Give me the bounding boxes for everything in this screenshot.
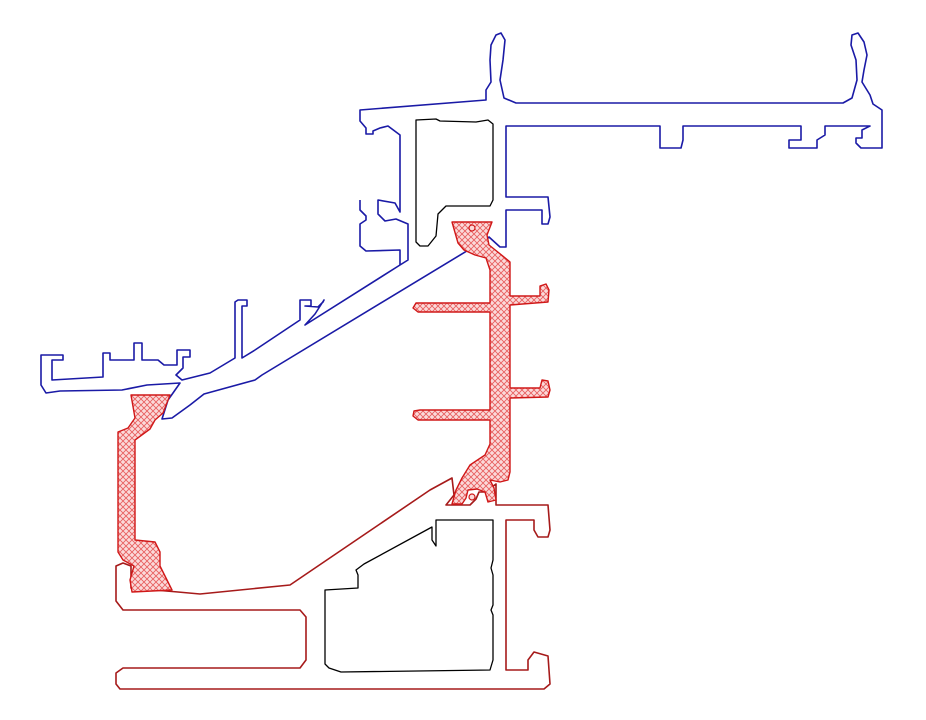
upper-profile <box>40 32 883 420</box>
thermal-break-notch-top <box>468 224 476 232</box>
thermal-break-notch-bottom <box>468 493 476 501</box>
thermal-break-left <box>117 394 173 593</box>
lower-profile <box>115 477 551 690</box>
cavity-upper <box>415 118 494 247</box>
cavity-lower <box>324 519 494 673</box>
thermal-break-right <box>412 221 551 505</box>
upper-profile-detail <box>359 200 401 265</box>
